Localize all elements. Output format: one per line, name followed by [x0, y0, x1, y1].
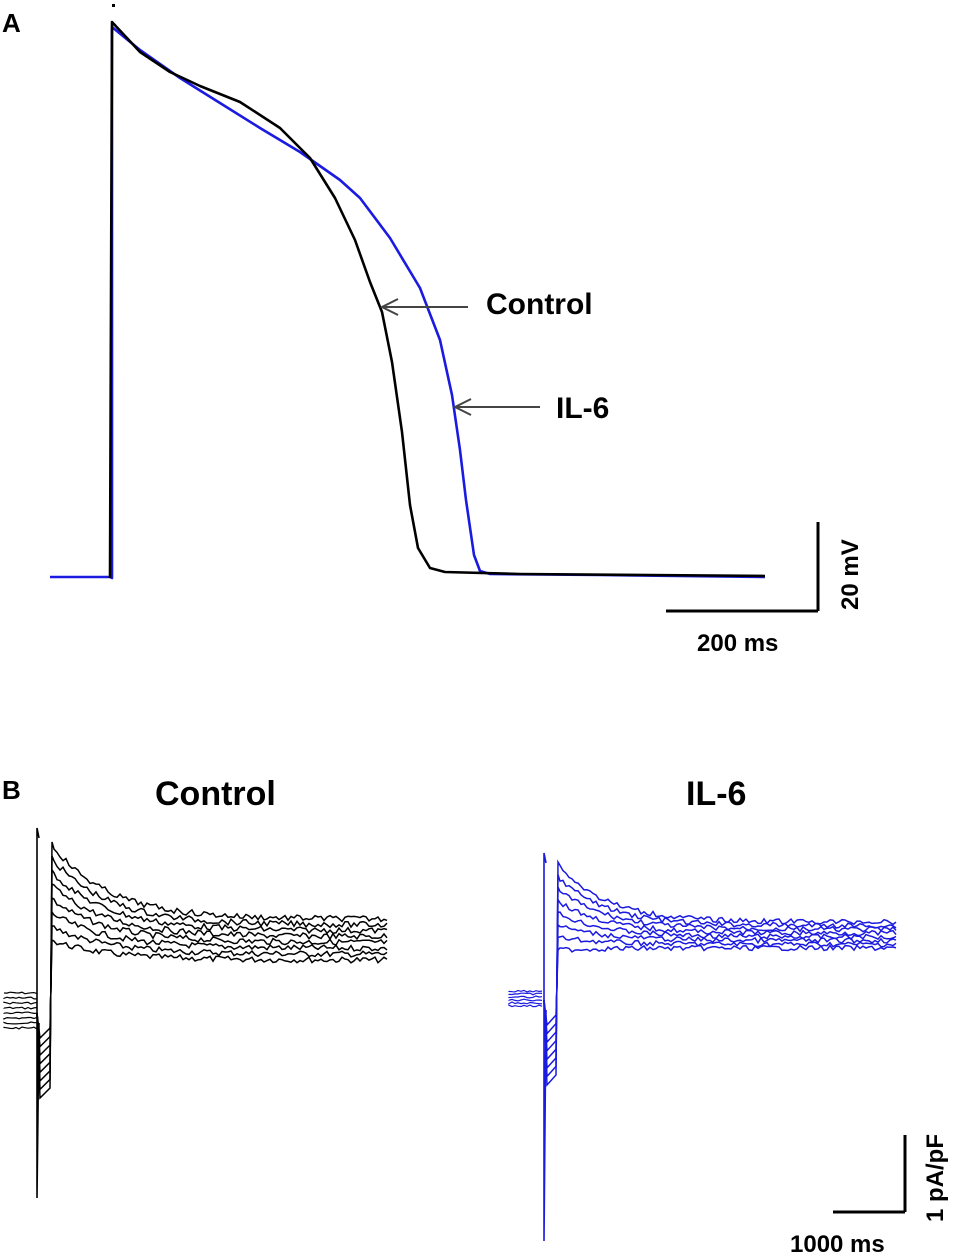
- holding-sweep: [3, 1026, 38, 1030]
- current-sweep: [36, 841, 388, 1100]
- holding-sweep: [508, 1004, 543, 1008]
- il6-annotation: IL-6: [452, 392, 609, 425]
- panel-a-traces: [50, 4, 766, 580]
- capacitive-transient: [543, 852, 547, 1000]
- holding-sweep: [3, 991, 38, 995]
- current-sweep: [543, 911, 897, 1053]
- capacitive-transient: [543, 1000, 547, 1242]
- current-sweep: [543, 886, 897, 1070]
- holding-sweep: [3, 1011, 38, 1015]
- holding-sweep: [508, 989, 543, 993]
- current-sweep: [36, 909, 388, 1057]
- holding-sweep: [3, 1006, 38, 1010]
- capacitive-transient: [36, 1013, 40, 1199]
- panel-a: A Control IL-6 200 ms 20 mV: [2, 4, 864, 657]
- holding-sweep: [3, 996, 37, 1000]
- il6-arrow-head: [452, 398, 472, 416]
- panel-b: B Control IL-6 1000 ms 1 pA/pF: [2, 775, 949, 1257]
- il6-ap-trace: [50, 25, 766, 580]
- holding-sweep: [508, 1001, 543, 1005]
- stimulus-artifact: [112, 4, 115, 7]
- holding-sweep: [508, 998, 543, 1002]
- holding-sweep: [3, 1016, 38, 1020]
- holding-sweep: [3, 1021, 38, 1025]
- panel-a-label: A: [2, 8, 21, 38]
- panel-b-control-traces: [3, 827, 388, 1199]
- current-sweep: [543, 935, 897, 1036]
- panel-b-title-control: Control: [155, 775, 276, 813]
- panel-b-scale-bar: 1000 ms 1 pA/pF: [790, 1134, 949, 1257]
- scale-bar-time-label-a: 200 ms: [697, 630, 778, 657]
- control-ap-trace: [108, 20, 766, 579]
- current-sweep: [36, 896, 388, 1066]
- current-sweep: [36, 938, 388, 1040]
- current-sweep: [543, 859, 897, 1087]
- control-arrow-head: [379, 298, 399, 316]
- holding-sweep: [3, 1001, 38, 1005]
- holding-sweep: [508, 992, 543, 996]
- panel-b-title-il6: IL-6: [686, 775, 746, 813]
- capacitive-transient: [36, 827, 40, 1013]
- current-sweep: [36, 925, 388, 1049]
- panel-a-scale-bar: 200 ms 20 mV: [666, 522, 864, 657]
- scale-bar-voltage-label-a: 20 mV: [837, 539, 864, 610]
- il6-label: IL-6: [556, 392, 609, 425]
- control-annotation: Control: [379, 288, 593, 321]
- holding-sweep: [508, 995, 543, 999]
- current-sweep: [543, 874, 897, 1079]
- current-sweep: [36, 882, 388, 1075]
- current-sweep: [543, 897, 897, 1062]
- current-sweep: [543, 944, 897, 1027]
- current-sweep: [36, 855, 388, 1092]
- scale-bar-current-label-b: 1 pA/pF: [922, 1134, 949, 1222]
- control-label: Control: [486, 288, 593, 321]
- current-sweep: [543, 923, 897, 1044]
- panel-b-il6-traces: [508, 852, 897, 1242]
- current-sweep: [36, 867, 388, 1083]
- scale-bar-time-label-b: 1000 ms: [790, 1231, 885, 1257]
- panel-b-label: B: [2, 775, 21, 805]
